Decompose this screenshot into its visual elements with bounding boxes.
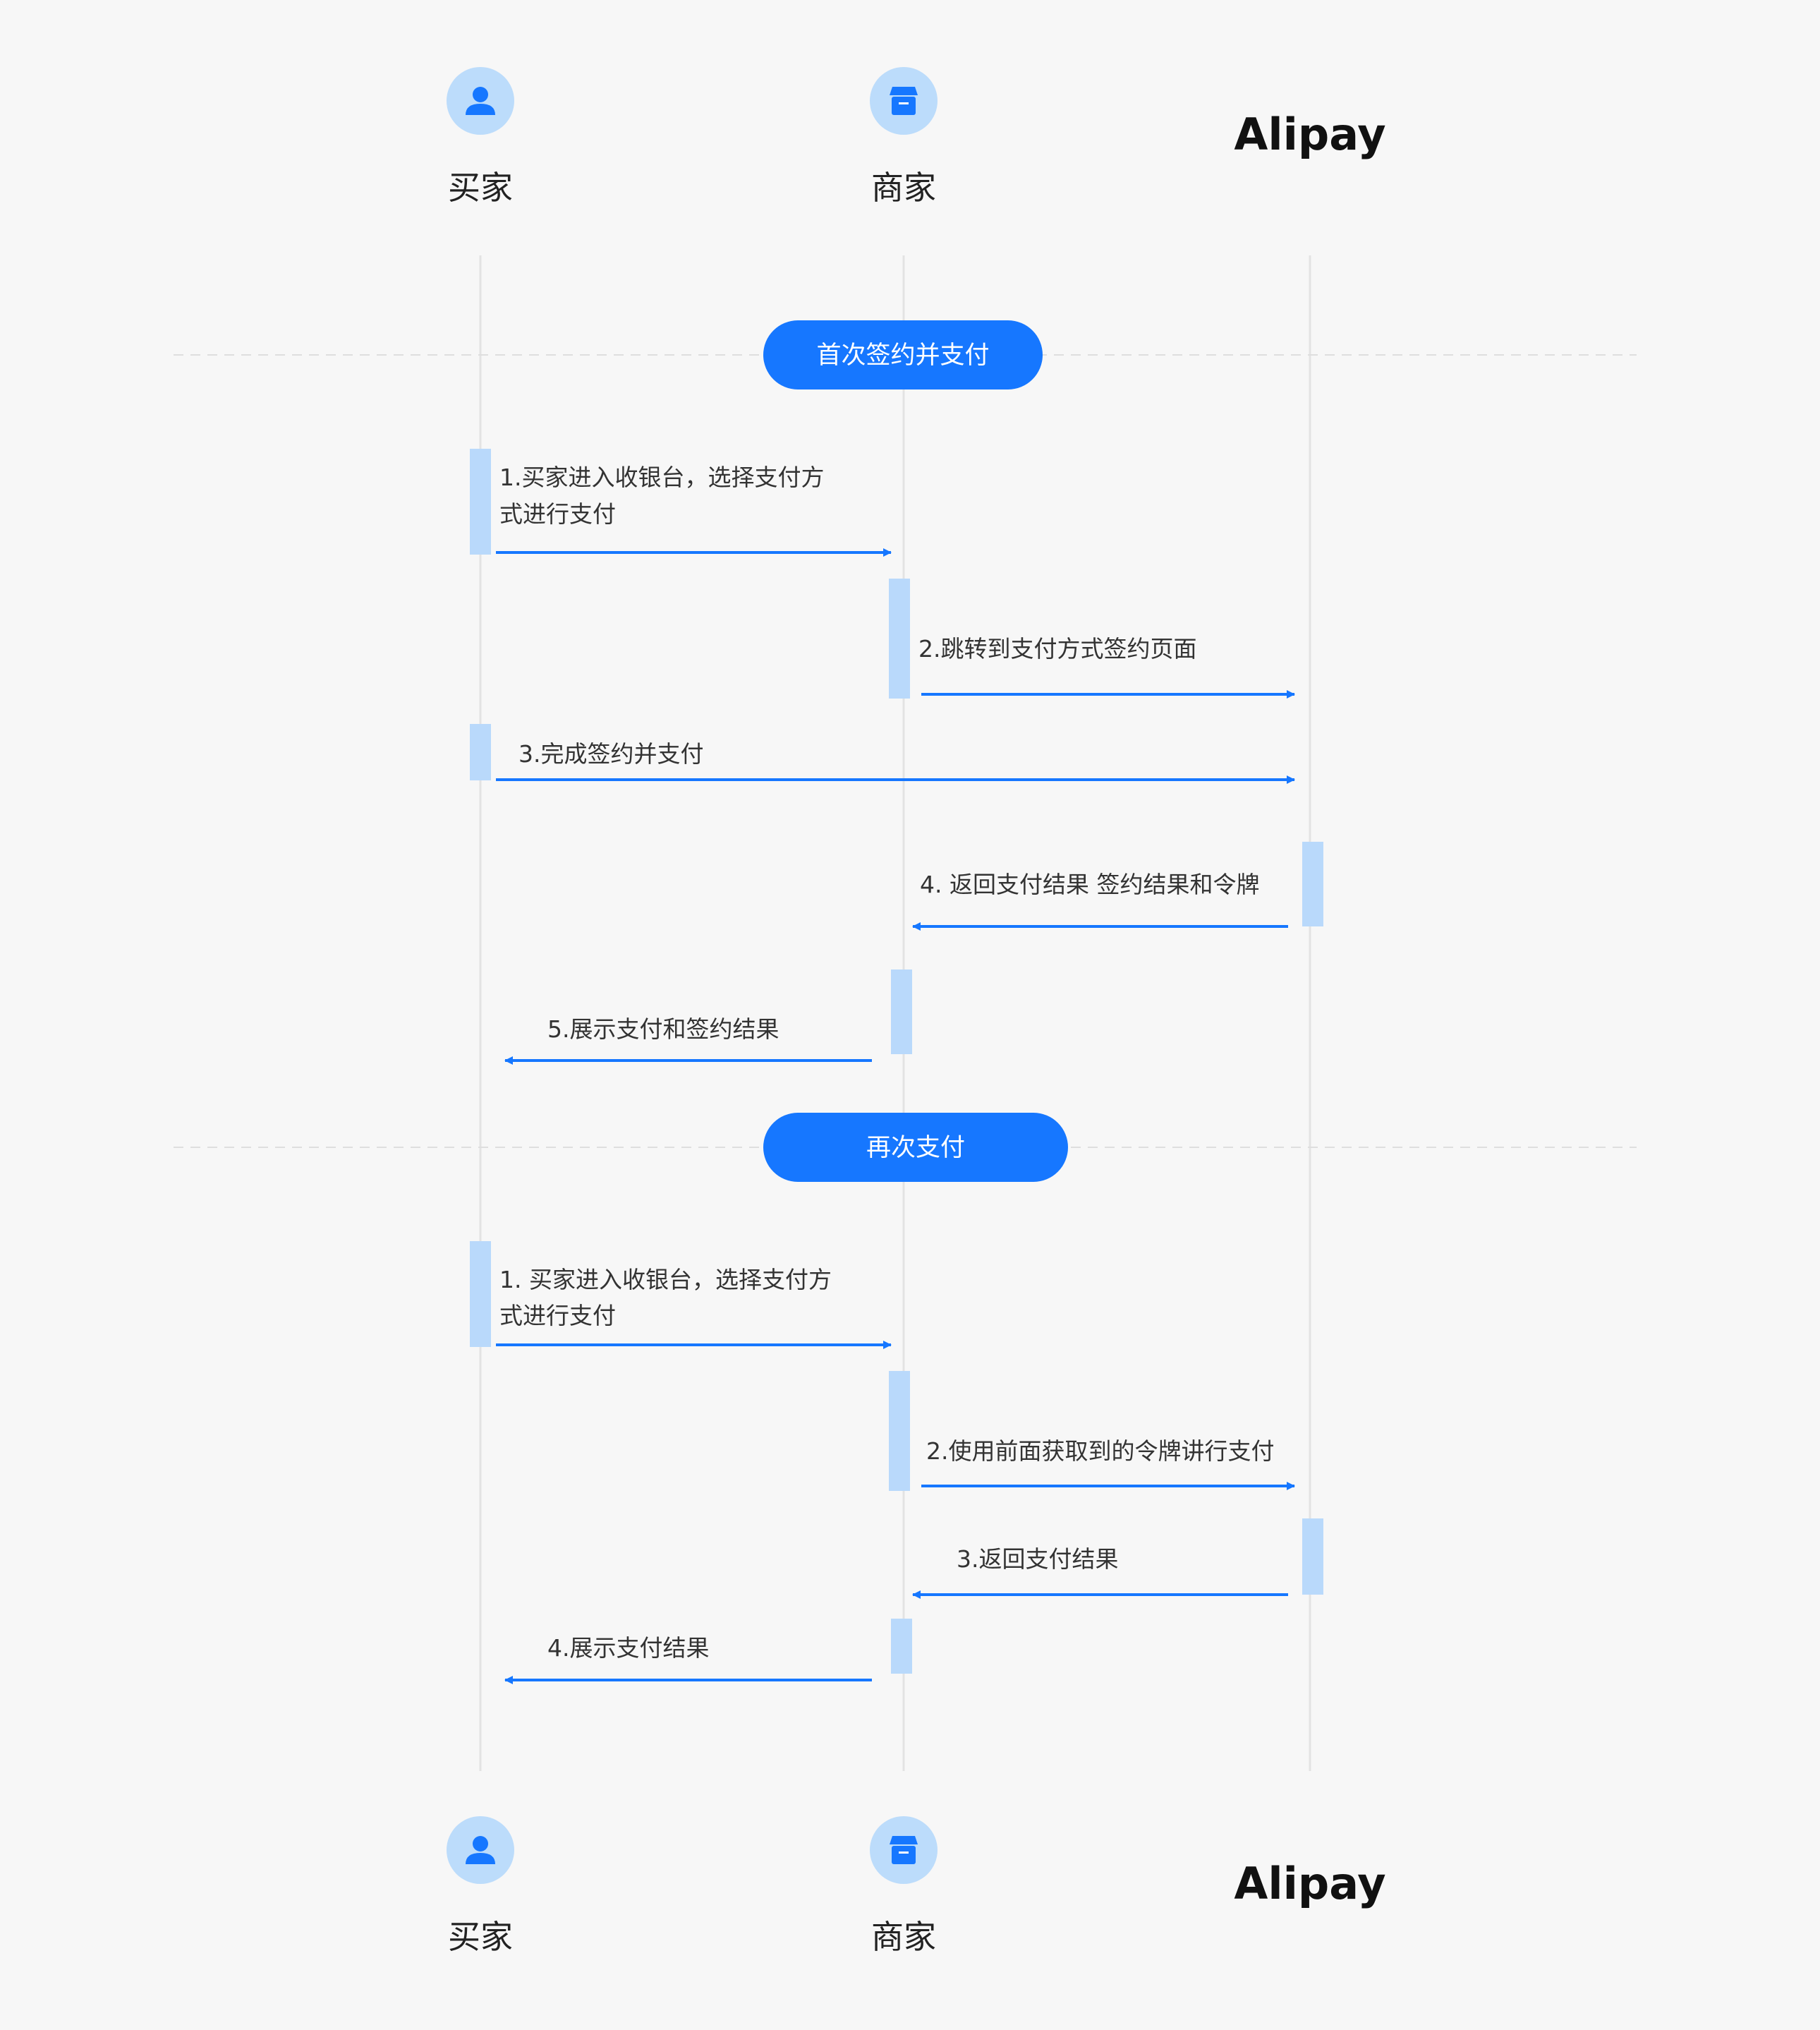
message-1-3: 3.完成签约并支付 xyxy=(496,740,1295,784)
message-2-4: 4.展示支付结果 xyxy=(504,1634,872,1684)
participant-buyer-top: 买家 xyxy=(447,67,514,207)
message-1-5: 5.展示支付和签约结果 xyxy=(504,1015,872,1065)
message-label: 2.跳转到支付方式签约页面 xyxy=(918,635,1197,663)
activation-bar xyxy=(470,724,491,780)
message-2-2: 2.使用前面获取到的令牌讲行支付 xyxy=(921,1437,1295,1490)
message-label: 5.展示支付和签约结果 xyxy=(547,1015,779,1043)
alipay-logo: Alipay xyxy=(1234,109,1385,160)
store-icon xyxy=(890,87,918,115)
message-1-4: 4. 返回支付结果 签约结果和令牌 xyxy=(912,871,1288,931)
user-icon xyxy=(466,87,495,115)
message-1-2: 2.跳转到支付方式签约页面 xyxy=(918,635,1295,699)
activation-bar xyxy=(1302,1518,1323,1595)
message-label: 3.返回支付结果 xyxy=(957,1545,1119,1573)
message-label: 4. 返回支付结果 签约结果和令牌 xyxy=(920,871,1259,898)
message-label: 4.展示支付结果 xyxy=(547,1634,710,1662)
message-label: 1. 买家进入收银台，选择支付方 xyxy=(499,1266,832,1293)
message-label: 式进行支付 xyxy=(499,500,616,528)
participant-label: 买家 xyxy=(448,1918,513,1956)
participant-buyer-bottom: 买家 xyxy=(447,1816,514,1956)
activation-bar xyxy=(470,1241,491,1347)
message-label: 式进行支付 xyxy=(499,1302,616,1329)
message-label: 2.使用前面获取到的令牌讲行支付 xyxy=(926,1437,1275,1465)
user-icon xyxy=(466,1836,495,1864)
activation-bar xyxy=(889,1371,910,1491)
message-2-3: 3.返回支付结果 xyxy=(912,1545,1288,1599)
participant-label: 商家 xyxy=(871,1918,936,1956)
message-label: 1.买家进入收银台，选择支付方 xyxy=(499,464,825,491)
activation-bar xyxy=(889,579,910,699)
alipay-logo: Alipay xyxy=(1234,1858,1385,1909)
participant-label: 买家 xyxy=(448,169,513,207)
store-icon xyxy=(890,1836,918,1864)
participant-label: 商家 xyxy=(871,169,936,207)
section-pill: 再次支付 xyxy=(763,1113,1068,1182)
participant-merchant-bottom: 商家 xyxy=(870,1816,938,1956)
message-label: 3.完成签约并支付 xyxy=(518,740,704,768)
section-title: 首次签约并支付 xyxy=(816,342,989,370)
activation-bar xyxy=(1302,842,1323,926)
activation-bars xyxy=(470,449,1323,1674)
participant-merchant-top: 商家 xyxy=(870,67,938,207)
activation-bar xyxy=(891,969,912,1054)
activation-bar xyxy=(891,1619,912,1674)
participant-headers: 买家商家Alipay买家商家Alipay xyxy=(447,67,1386,1956)
section-title: 再次支付 xyxy=(866,1134,965,1162)
activation-bar xyxy=(470,449,491,555)
section-pill: 首次签约并支付 xyxy=(763,320,1043,389)
